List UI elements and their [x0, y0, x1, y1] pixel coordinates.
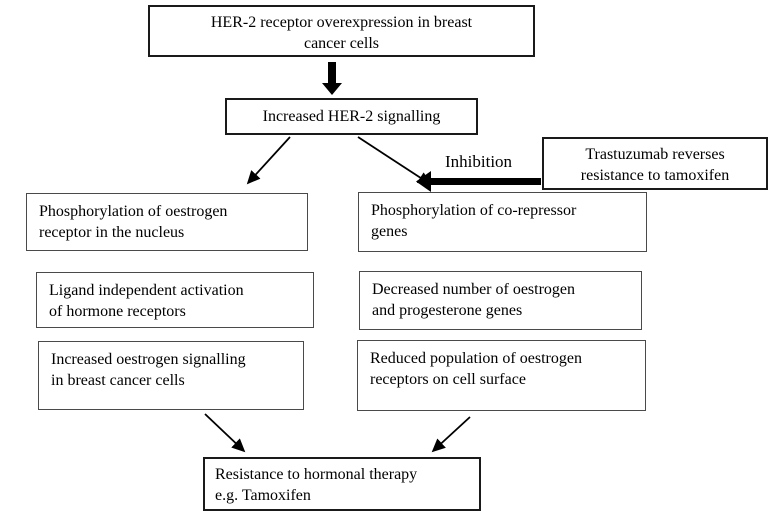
- arrow-left3-to-resistance: [204, 413, 246, 453]
- node-ligand-independent-activation: Ligand independent activation of hormone…: [36, 272, 314, 328]
- arrow-right3-to-resistance: [431, 416, 471, 453]
- node-text: Reduced population of oestrogen: [370, 350, 582, 367]
- node-decreased-oestrogen-progesterone-genes: Decreased number of oestrogen and proges…: [359, 271, 642, 330]
- node-text: receptor in the nucleus: [39, 224, 185, 241]
- node-text: e.g. Tamoxifen: [215, 487, 311, 504]
- node-text: Trastuzumab reverses: [585, 146, 725, 163]
- node-text: HER-2 receptor overexpression in breast: [210, 14, 473, 31]
- inhibition-label: Inhibition: [445, 152, 513, 171]
- arrow-increased-to-left1: [246, 136, 291, 185]
- node-text: cancer cells: [303, 35, 380, 52]
- arrow-top-to-increased: [322, 62, 342, 95]
- node-text: of hormone receptors: [49, 303, 186, 320]
- node-phosphorylation-corepressor-genes: Phosphorylation of co-repressor genes: [358, 192, 647, 252]
- node-increased-her2-signalling: Increased HER-2 signalling: [225, 98, 478, 135]
- arrow-increased-to-right1: [357, 136, 432, 185]
- node-resistance-hormonal-therapy: Resistance to hormonal therapy e.g. Tamo…: [203, 457, 481, 511]
- node-text: genes: [371, 223, 408, 240]
- node-phosphorylation-oestrogen-receptor: Phosphorylation of oestrogen receptor in…: [26, 193, 308, 251]
- node-increased-oestrogen-signalling: Increased oestrogen signalling in breast…: [38, 341, 304, 410]
- node-text: Ligand independent activation: [49, 282, 244, 299]
- node-her2-overexpression: HER-2 receptor overexpression in breast …: [148, 5, 535, 57]
- arrow-inhibition: [416, 171, 541, 192]
- node-reduced-oestrogen-receptors: Reduced population of oestrogen receptor…: [357, 340, 646, 411]
- node-text: Increased oestrogen signalling: [51, 351, 246, 368]
- node-trastuzumab: Trastuzumab reverses resistance to tamox…: [542, 137, 768, 190]
- node-text: Phosphorylation of oestrogen: [39, 203, 228, 220]
- node-text: Resistance to hormonal therapy: [215, 466, 418, 483]
- node-text: receptors on cell surface: [370, 371, 526, 388]
- node-text: and progesterone genes: [372, 302, 523, 319]
- node-text: Phosphorylation of co-repressor: [371, 202, 577, 219]
- node-text: Decreased number of oestrogen: [372, 281, 576, 298]
- node-text: in breast cancer cells: [51, 372, 185, 389]
- node-text: Increased HER-2 signalling: [262, 108, 441, 125]
- node-text: resistance to tamoxifen: [580, 167, 730, 184]
